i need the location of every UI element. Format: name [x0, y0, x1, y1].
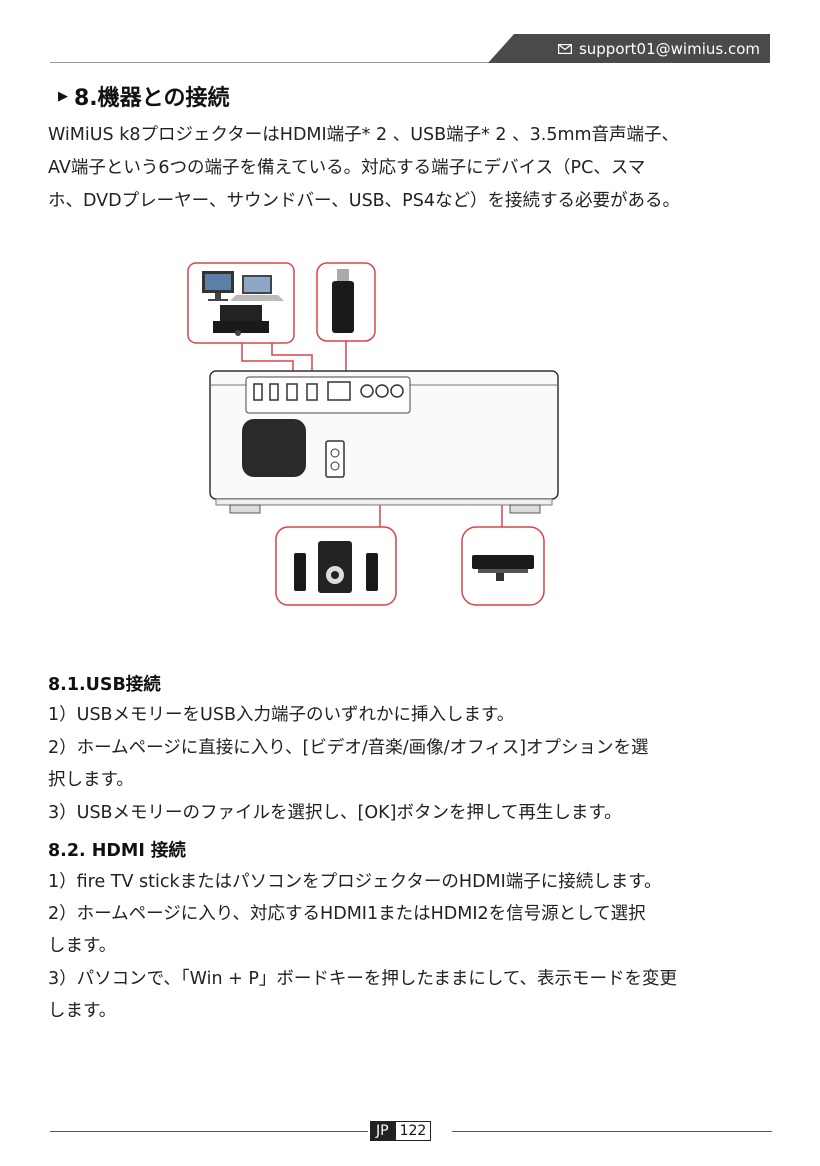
usb-heading: 8.1.USB接続 [48, 675, 161, 695]
devices-callout [187, 262, 295, 344]
section-title-text: 8.機器との接続 [74, 86, 230, 111]
hdmi-step: します。 [48, 1001, 117, 1021]
power-socket-icon [325, 440, 345, 478]
usb-step: 1）USBメモリーをUSB入力端子のいずれかに挿入します。 [48, 705, 515, 725]
speaker-grill-icon [242, 419, 306, 477]
laptop-icon [230, 275, 284, 301]
header-rule [50, 62, 768, 63]
hdmi-step: 2）ホームページに入り、対応するHDMI1またはHDMI2を信号源として選択 [48, 904, 646, 924]
dvd-player-icon [472, 555, 534, 581]
page-number-badge: JP 122 [370, 1121, 432, 1141]
port-icons [253, 381, 404, 401]
usb-stick-icon [332, 269, 354, 333]
projector-back-panel [209, 370, 559, 514]
intro-line: WiMiUS k8プロジェクターはHDMI端子* 2 、USB端子* 2 、3.… [48, 125, 680, 145]
usb-step: 3）USBメモリーのファイルを選択し、[OK]ボタンを押して再生します。 [48, 803, 622, 823]
page-number: 122 [394, 1121, 432, 1141]
mail-icon [557, 43, 572, 54]
triangle-bullet-icon: ▶ [58, 88, 68, 104]
speakers-callout [275, 526, 397, 606]
intro-line: AV端子という6つの端子を備えている。対応する端子にデバイス（PC、スマ [48, 158, 646, 178]
support-email-tab[interactable]: support01@wimius.com [488, 34, 770, 63]
hdmi-step: します。 [48, 936, 117, 956]
usb-stick-callout [316, 262, 376, 342]
language-code: JP [370, 1121, 395, 1141]
usb-step: 2）ホームページに直接に入り、[ビデオ/音楽/画像/オフィス]オプションを選 [48, 738, 649, 758]
monitor-icon [202, 271, 234, 301]
speaker-icon [294, 541, 378, 593]
hdmi-step: 3）パソコンで、「Win + P」ボードキーを押したままにして、表示モードを変更 [48, 969, 677, 989]
connection-diagram [187, 262, 559, 606]
intro-paragraph: WiMiUS k8プロジェクターはHDMI端子* 2 、USB端子* 2 、3.… [48, 119, 776, 218]
dvd-player-callout [461, 526, 545, 606]
game-console-icon [213, 305, 269, 336]
usb-step: 択します。 [48, 770, 134, 790]
footer-rule-right [452, 1131, 772, 1132]
section-title: ▶ 8.機器との接続 [58, 80, 229, 112]
hdmi-heading: 8.2. HDMI 接続 [48, 841, 186, 861]
footer-rule-left [50, 1131, 368, 1132]
hdmi-step: 1）fire TV stickまたはパソコンをプロジェクターのHDMI端子に接続… [48, 872, 662, 892]
support-email: support01@wimius.com [578, 39, 760, 58]
intro-line: ホ、DVDプレーヤー、サウンドバー、USB、PS4など）を接続する必要がある。 [48, 191, 680, 211]
